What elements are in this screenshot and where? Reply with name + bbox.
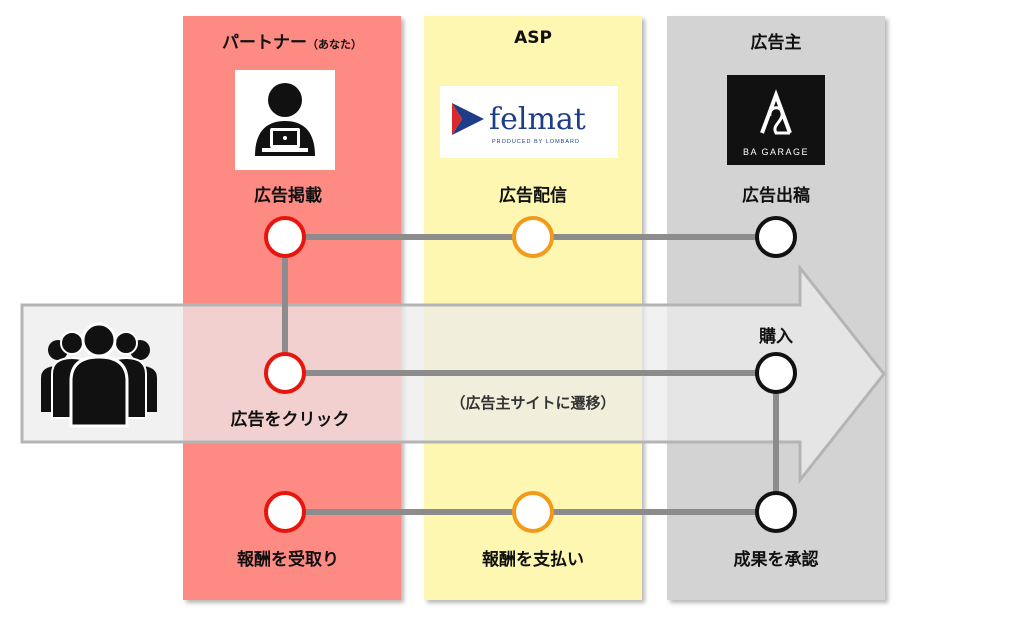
node-receive-reward bbox=[264, 491, 306, 533]
node-click-ad bbox=[264, 352, 306, 394]
label-transition-note: （広告主サイトに遷移） bbox=[450, 394, 616, 412]
label-ad-posting: 広告掲載 bbox=[254, 186, 322, 206]
svg-text:PRODUCED BY LOMBARD: PRODUCED BY LOMBARD bbox=[492, 139, 580, 145]
svg-text:BA GARAGE: BA GARAGE bbox=[743, 147, 809, 157]
node-approve-result bbox=[755, 491, 797, 533]
user-laptop-icon bbox=[235, 70, 335, 170]
svg-text:felmat: felmat bbox=[489, 102, 586, 137]
label-approve-result: 成果を承認 bbox=[733, 550, 819, 570]
felmat-logo: felmat PRODUCED BY LOMBARD bbox=[440, 86, 618, 158]
label-click-ad: 広告をクリック bbox=[230, 410, 350, 430]
label-pay-reward: 報酬を支払い bbox=[482, 550, 584, 570]
nodes bbox=[264, 216, 797, 533]
label-purchase: 購入 bbox=[759, 327, 793, 347]
node-ad-delivery bbox=[512, 216, 554, 258]
ba-garage-logo: BA GARAGE bbox=[727, 75, 825, 165]
label-receive-reward: 報酬を受取り bbox=[237, 550, 339, 570]
people-group-icon bbox=[41, 322, 157, 428]
node-ad-placement bbox=[755, 216, 797, 258]
connectors bbox=[282, 234, 779, 515]
label-ad-placement: 広告出稿 bbox=[742, 186, 810, 206]
node-pay-reward bbox=[512, 491, 554, 533]
node-purchase bbox=[755, 352, 797, 394]
asp-column-title: ASP bbox=[514, 28, 552, 48]
partner-column-title: パートナー（あなた） bbox=[222, 33, 362, 53]
node-ad-posting bbox=[264, 216, 306, 258]
advertiser-column-title: 広告主 bbox=[750, 33, 802, 53]
label-ad-delivery: 広告配信 bbox=[499, 186, 567, 206]
